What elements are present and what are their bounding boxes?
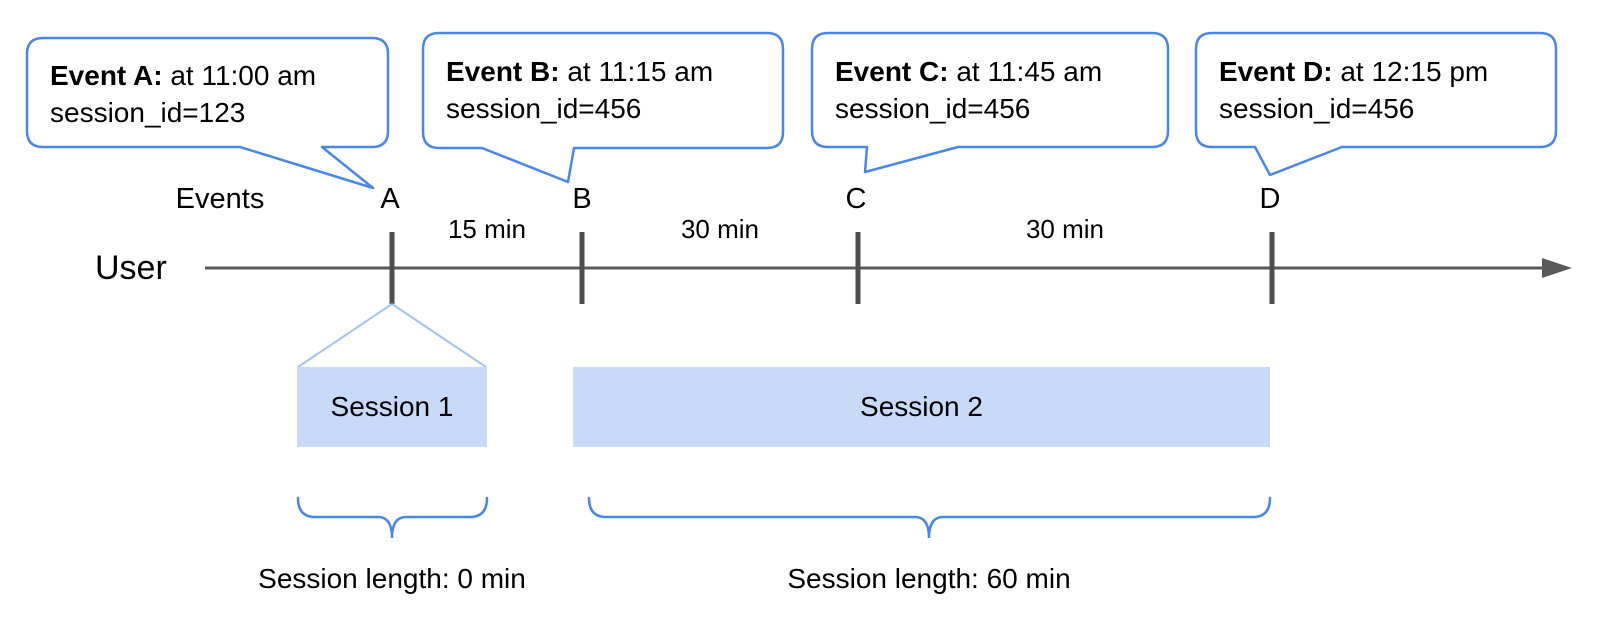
- event-d-time: at 12:15 pm: [1332, 56, 1489, 87]
- session2-bar: Session 2: [573, 367, 1270, 447]
- event-a-callout-text: Event A: at 11:00 am session_id=123: [50, 57, 316, 131]
- session1-length-label: Session length: 0 min: [258, 563, 526, 594]
- event-a-session-id: session_id=123: [50, 97, 246, 128]
- event-d-callout-line1: Event D: at 12:15 pm: [1219, 53, 1488, 90]
- interval-a-b: 15 min: [447, 214, 527, 244]
- event-a-callout-line1: Event A: at 11:00 am: [50, 57, 316, 94]
- event-d-callout-text: Event D: at 12:15 pm session_id=456: [1219, 53, 1488, 127]
- session2-brace: [587, 496, 1272, 539]
- session2-length-label: Session length: 60 min: [787, 563, 1071, 594]
- event-b-callout-line1: Event B: at 11:15 am: [446, 53, 713, 90]
- event-c-time: at 11:45 am: [948, 56, 1103, 87]
- session1-bar-label: Session 1: [330, 391, 454, 422]
- timeline-arrowhead-icon: [1542, 258, 1572, 278]
- event-a-time: at 11:00 am: [162, 60, 317, 91]
- user-row-label: User: [95, 249, 167, 287]
- event-c-callout-text: Event C: at 11:45 am session_id=456: [835, 53, 1102, 127]
- event-d-callout-bubble: [1194, 31, 1558, 177]
- event-letter-b: B: [572, 183, 592, 215]
- event-letter-a: A: [380, 183, 400, 215]
- event-d-name: Event D:: [1219, 56, 1333, 87]
- event-a-callout-bubble: [25, 36, 390, 190]
- session1-funnel-line-left: [297, 303, 393, 368]
- events-row-label: Events: [175, 183, 265, 215]
- event-b-time: at 11:15 am: [559, 56, 714, 87]
- event-c-callout-bubble: [810, 31, 1170, 174]
- interval-b-c: 30 min: [680, 214, 760, 244]
- event-letter-d: D: [1259, 183, 1281, 215]
- session1-funnel-line-right: [391, 303, 487, 368]
- event-a-name: Event A:: [50, 60, 163, 91]
- event-b-callout-text: Event B: at 11:15 am session_id=456: [446, 53, 713, 127]
- interval-c-d: 30 min: [1025, 214, 1105, 244]
- session1-bar: Session 1: [297, 367, 487, 447]
- event-c-session-id: session_id=456: [835, 93, 1031, 124]
- event-letter-c: C: [845, 183, 867, 215]
- event-c-name: Event C:: [835, 56, 949, 87]
- event-d-session-id: session_id=456: [1219, 93, 1415, 124]
- event-b-name: Event B:: [446, 56, 560, 87]
- session1-brace: [296, 496, 489, 539]
- event-c-callout-line1: Event C: at 11:45 am: [835, 53, 1102, 90]
- session2-bar-label: Session 2: [860, 391, 983, 422]
- event-b-callout-bubble: [421, 31, 785, 184]
- event-b-session-id: session_id=456: [446, 93, 642, 124]
